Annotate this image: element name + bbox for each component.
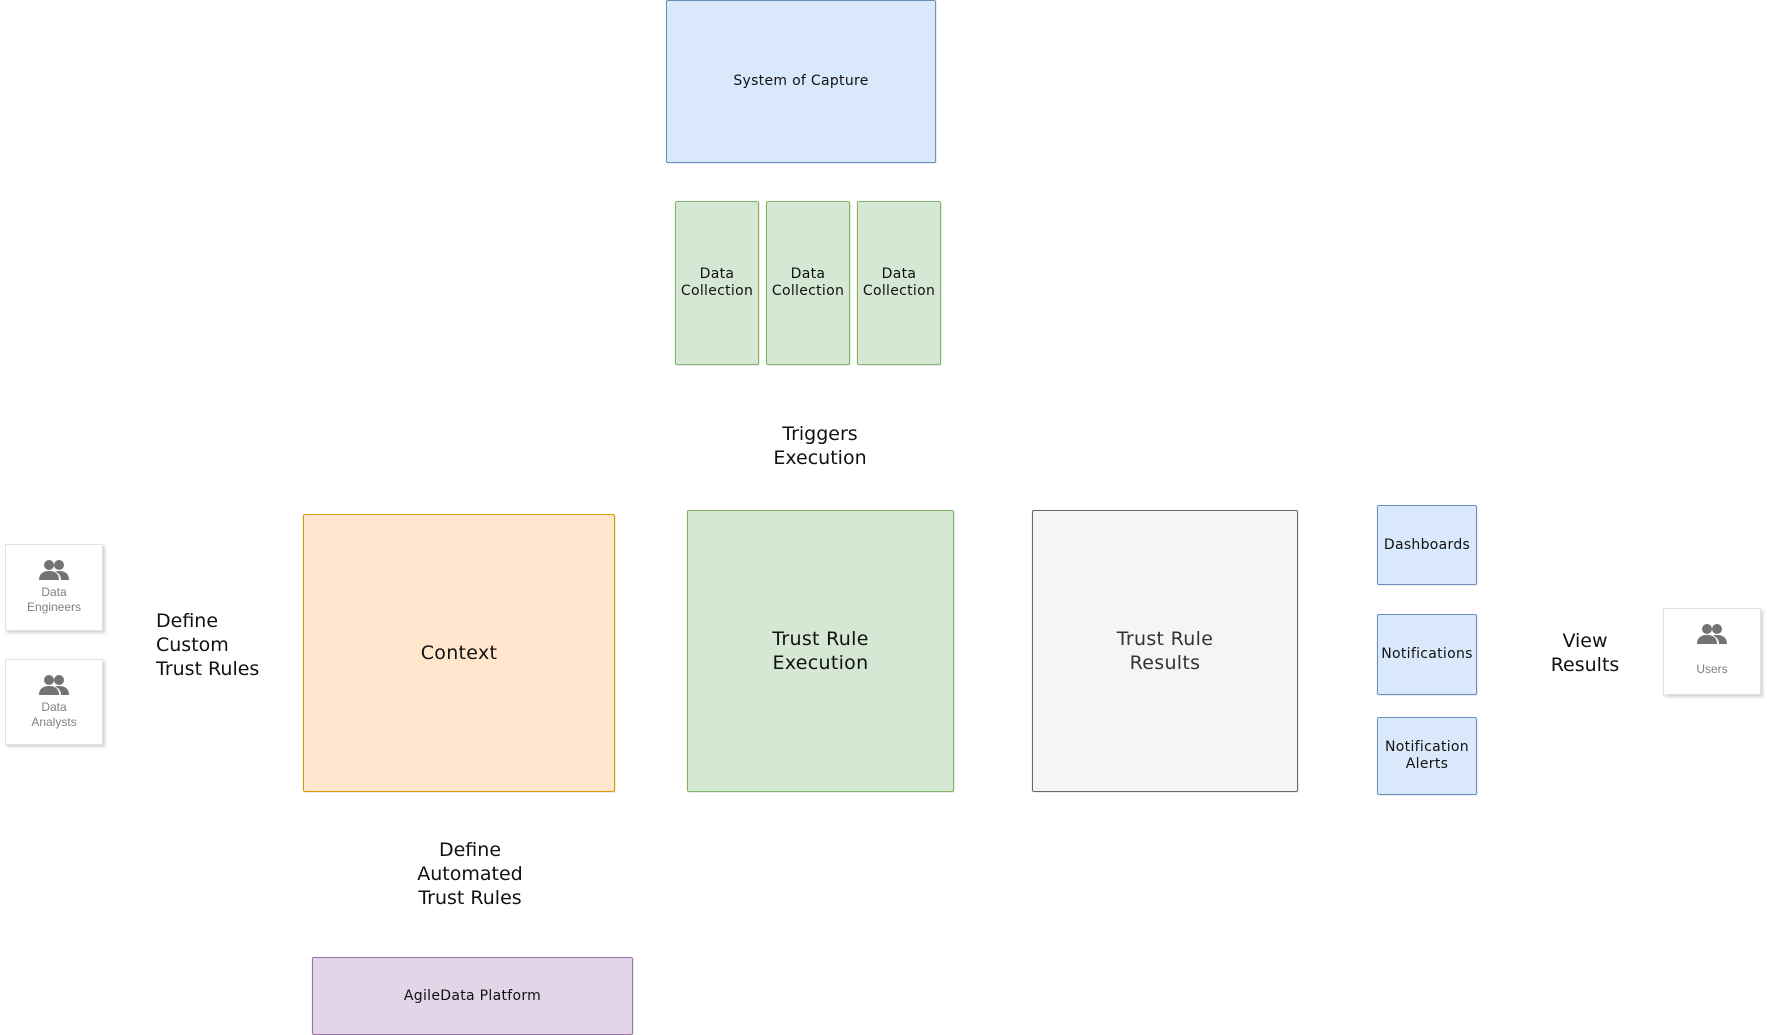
data-collection-node-3[interactable]: Data Collection <box>857 201 941 365</box>
data-collection-node-1[interactable]: Data Collection <box>675 201 759 365</box>
notifications-node[interactable]: Notifications <box>1377 614 1477 695</box>
data-analysts-actor[interactable]: Data Analysts <box>5 659 103 745</box>
users-label: Users <box>1696 662 1728 676</box>
data-collection-label: Data Collection <box>862 266 936 299</box>
triggers-execution-label: Triggers Execution <box>773 423 867 469</box>
trust-rule-results-node[interactable]: Trust Rule Results <box>1032 510 1298 792</box>
dashboards-node[interactable]: Dashboards <box>1377 505 1477 585</box>
data-engineers-actor[interactable]: Data Engineers <box>5 544 103 631</box>
data-engineers-label: Data Engineers <box>26 585 82 614</box>
people-icon <box>39 675 69 695</box>
data-collection-label: Data Collection <box>771 266 845 299</box>
people-icon <box>39 560 69 580</box>
view-results-label: View Results <box>1550 630 1620 676</box>
define-custom-trust-rules-label: Define Custom Trust Rules <box>156 610 260 680</box>
agiledata-platform-node[interactable]: AgileData Platform <box>312 957 633 1035</box>
context-node[interactable]: Context <box>303 514 615 792</box>
system-of-capture-node[interactable]: System of Capture <box>666 0 936 163</box>
notification-alerts-node[interactable]: Notification Alerts <box>1377 717 1477 795</box>
define-automated-trust-rules-label: Define Automated Trust Rules <box>417 839 523 909</box>
data-collection-node-2[interactable]: Data Collection <box>766 201 850 365</box>
data-analysts-label: Data Analysts <box>31 700 77 729</box>
users-actor[interactable]: Users <box>1663 608 1761 695</box>
trust-rule-results-label: Trust Rule Results <box>1116 628 1214 674</box>
trust-rule-execution-label: Trust Rule Execution <box>772 628 869 674</box>
dashboards-label: Dashboards <box>1383 536 1471 553</box>
agiledata-platform-label: AgileData Platform <box>403 987 542 1004</box>
notification-alerts-label: Notification Alerts <box>1385 739 1469 772</box>
context-label: Context <box>420 642 498 664</box>
system-of-capture-label: System of Capture <box>733 73 869 89</box>
trust-rule-execution-node[interactable]: Trust Rule Execution <box>687 510 954 792</box>
data-collection-label: Data Collection <box>680 266 754 299</box>
notifications-label: Notifications <box>1381 646 1473 662</box>
people-icon <box>1697 624 1727 644</box>
